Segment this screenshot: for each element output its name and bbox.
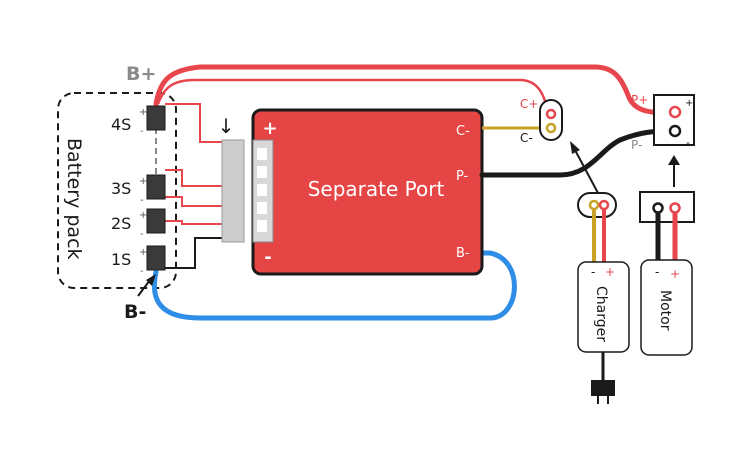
cell-1s <box>146 245 166 271</box>
charger-to-port-arrow <box>574 149 599 194</box>
balance-header-pins <box>257 148 267 232</box>
svg-text:-: - <box>140 229 144 240</box>
board-plus-label: + <box>262 118 277 139</box>
cell-4s <box>146 105 166 131</box>
board-port-p-minus: P- <box>456 169 469 184</box>
motor-minus-label: - <box>655 265 659 279</box>
output-minus-sign: - <box>686 136 690 149</box>
cell-2s <box>146 208 166 234</box>
charger-minus-label: - <box>591 265 595 279</box>
svg-text:+: + <box>139 247 147 258</box>
svg-text:-: - <box>140 126 144 137</box>
motor-label: Motor <box>657 290 673 331</box>
motor-plus-label: + <box>670 267 680 281</box>
connector-c-minus-label: C- <box>520 131 533 145</box>
output-p-plus-label: P+ <box>631 93 648 107</box>
balance-wires <box>165 103 232 269</box>
motor-body <box>640 259 693 356</box>
svg-text:+: + <box>139 107 147 118</box>
charger-plug <box>591 380 615 396</box>
svg-text:+: + <box>139 176 147 187</box>
charger-plus-label: + <box>605 265 615 279</box>
charger-label: Charger <box>593 286 609 342</box>
charge-port-connector <box>539 99 563 141</box>
cell-label-3s: 3S <box>111 179 131 198</box>
cell-label-4s: 4S <box>111 115 131 134</box>
cell-polarity-marks: + - + - + - + - <box>139 107 147 277</box>
svg-text:-: - <box>140 266 144 277</box>
battery-pack-enclosure <box>57 92 177 289</box>
cell-label-2s: 2S <box>111 214 131 233</box>
balance-arrow: ↓ <box>218 114 235 138</box>
board-title: Separate Port <box>308 177 445 201</box>
cell-label-1s: 1S <box>111 250 131 269</box>
svg-text:-: - <box>140 195 144 206</box>
wire-b-minus-to-board <box>151 250 517 321</box>
connector-c-plus-label: C+ <box>520 97 538 111</box>
board-port-c-minus: C- <box>456 124 470 139</box>
wire-b-plus-to-c-plus <box>156 78 550 115</box>
svg-text:+: + <box>139 210 147 221</box>
board-port-b-minus: B- <box>456 246 470 261</box>
balance-connector <box>221 139 245 243</box>
b-minus-label: B- <box>124 301 146 323</box>
b-plus-label: B+ <box>126 63 156 85</box>
output-plus-sign: + <box>685 98 693 109</box>
cell-3s <box>146 174 166 200</box>
b-minus-pointer <box>137 279 151 297</box>
output-p-minus-label: P- <box>631 138 642 152</box>
motor-connector <box>639 191 695 223</box>
board-minus-label: - <box>264 247 271 268</box>
battery-pack-label: Battery pack <box>63 138 85 260</box>
wire-b-plus-to-p-plus <box>153 64 671 115</box>
